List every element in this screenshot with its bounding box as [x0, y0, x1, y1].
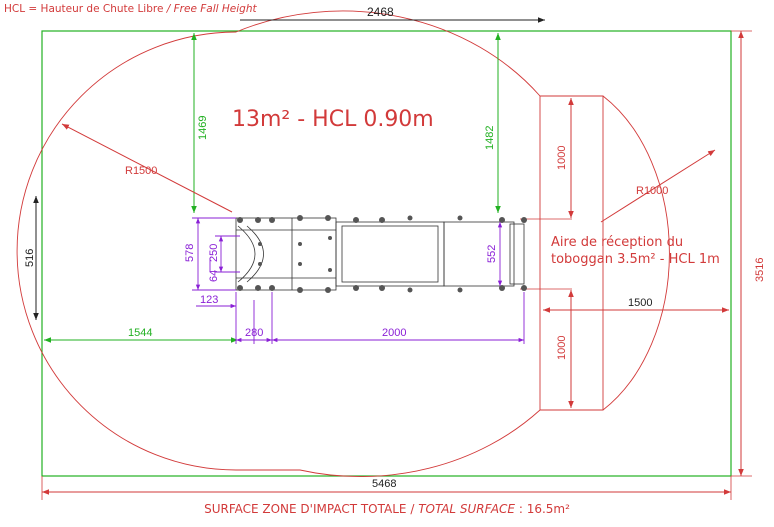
radius-large-line	[61, 123, 233, 213]
landing-zone-line2: toboggan 3.5m² - HCL 1m	[551, 252, 720, 267]
dim-250-label: 250	[208, 244, 220, 262]
dim-1500-label: 1500	[628, 297, 652, 309]
dim-280-label: 280	[245, 327, 263, 339]
dim-top-label: 2468	[367, 5, 394, 19]
impact-zone-outline	[16, 10, 670, 478]
hcl-legend: HCL = Hauteur de Chute Libre / Free Fall…	[4, 3, 257, 15]
purple-dimensions	[192, 217, 525, 344]
dim-552-label: 552	[486, 245, 498, 263]
dim-1000-top-label: 1000	[556, 146, 568, 170]
slide-equipment	[235, 215, 527, 293]
outer-boundary	[41, 30, 732, 477]
dim-2000-label: 2000	[382, 327, 406, 339]
landing-rect	[539, 95, 604, 411]
dim-64-label: 64	[208, 270, 220, 282]
hcl-definition: HCL = Hauteur de Chute Libre	[4, 3, 164, 15]
radius-small-label: R1000	[636, 185, 668, 197]
dim-123-label: 123	[200, 294, 218, 306]
hcl-definition-en: / Free Fall Height	[166, 3, 257, 15]
dim-1482-label: 1482	[484, 126, 496, 150]
total-value: : 16.5m²	[518, 502, 570, 516]
main-zone-title: 13m² - HCL 0.90m	[232, 107, 434, 132]
dim-578-label: 578	[184, 244, 196, 262]
radius-large-label: R1500	[125, 165, 157, 177]
radius-small-line	[600, 149, 716, 223]
total-surface-caption: SURFACE ZONE D'IMPACT TOTALE / TOTAL SUR…	[0, 502, 774, 516]
dim-bottom-label: 5468	[372, 478, 396, 490]
dim-left-label: 516	[24, 249, 36, 267]
dim-1544-label: 1544	[128, 327, 152, 339]
landing-zone-line1: Aire de réception du	[551, 235, 683, 250]
total-label-en: TOTAL SURFACE	[418, 502, 516, 516]
dim-right-label: 3516	[754, 258, 766, 282]
dim-1000-bottom-label: 1000	[556, 336, 568, 360]
dim-1469-label: 1469	[197, 116, 209, 140]
total-label-fr: SURFACE ZONE D'IMPACT TOTALE /	[204, 502, 415, 516]
